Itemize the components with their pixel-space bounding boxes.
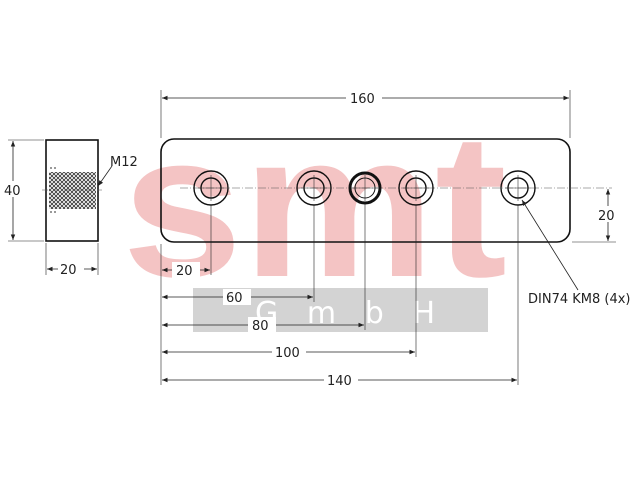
mounting-hole <box>500 170 536 206</box>
offset-label: 100 <box>275 346 300 361</box>
offset-label: 20 <box>176 264 193 279</box>
front-view: 160 <box>160 90 631 389</box>
thread-hatch <box>49 172 96 209</box>
offset-label: 60 <box>226 291 243 306</box>
spec-leader <box>521 199 579 291</box>
side-view: 40 20 M12 <box>2 139 138 278</box>
front-view-plate <box>160 138 571 243</box>
offset-label: 140 <box>327 374 352 389</box>
side-height-label: 40 <box>4 184 21 199</box>
side-width-label: 20 <box>60 263 77 278</box>
spec-label: DIN74 KM8 (4x) <box>528 292 631 307</box>
thread-label: M12 <box>110 155 138 170</box>
threaded-hole <box>348 171 382 205</box>
mounting-hole <box>193 170 229 206</box>
offset-label: 80 <box>252 319 269 334</box>
mounting-hole <box>296 170 332 206</box>
watermark: smt G m b H <box>122 91 507 332</box>
mounting-hole <box>398 170 434 206</box>
side-view-block <box>45 139 99 242</box>
right-height-label: 20 <box>598 209 615 224</box>
length-label: 160 <box>350 92 375 107</box>
thread-leader <box>97 165 113 187</box>
